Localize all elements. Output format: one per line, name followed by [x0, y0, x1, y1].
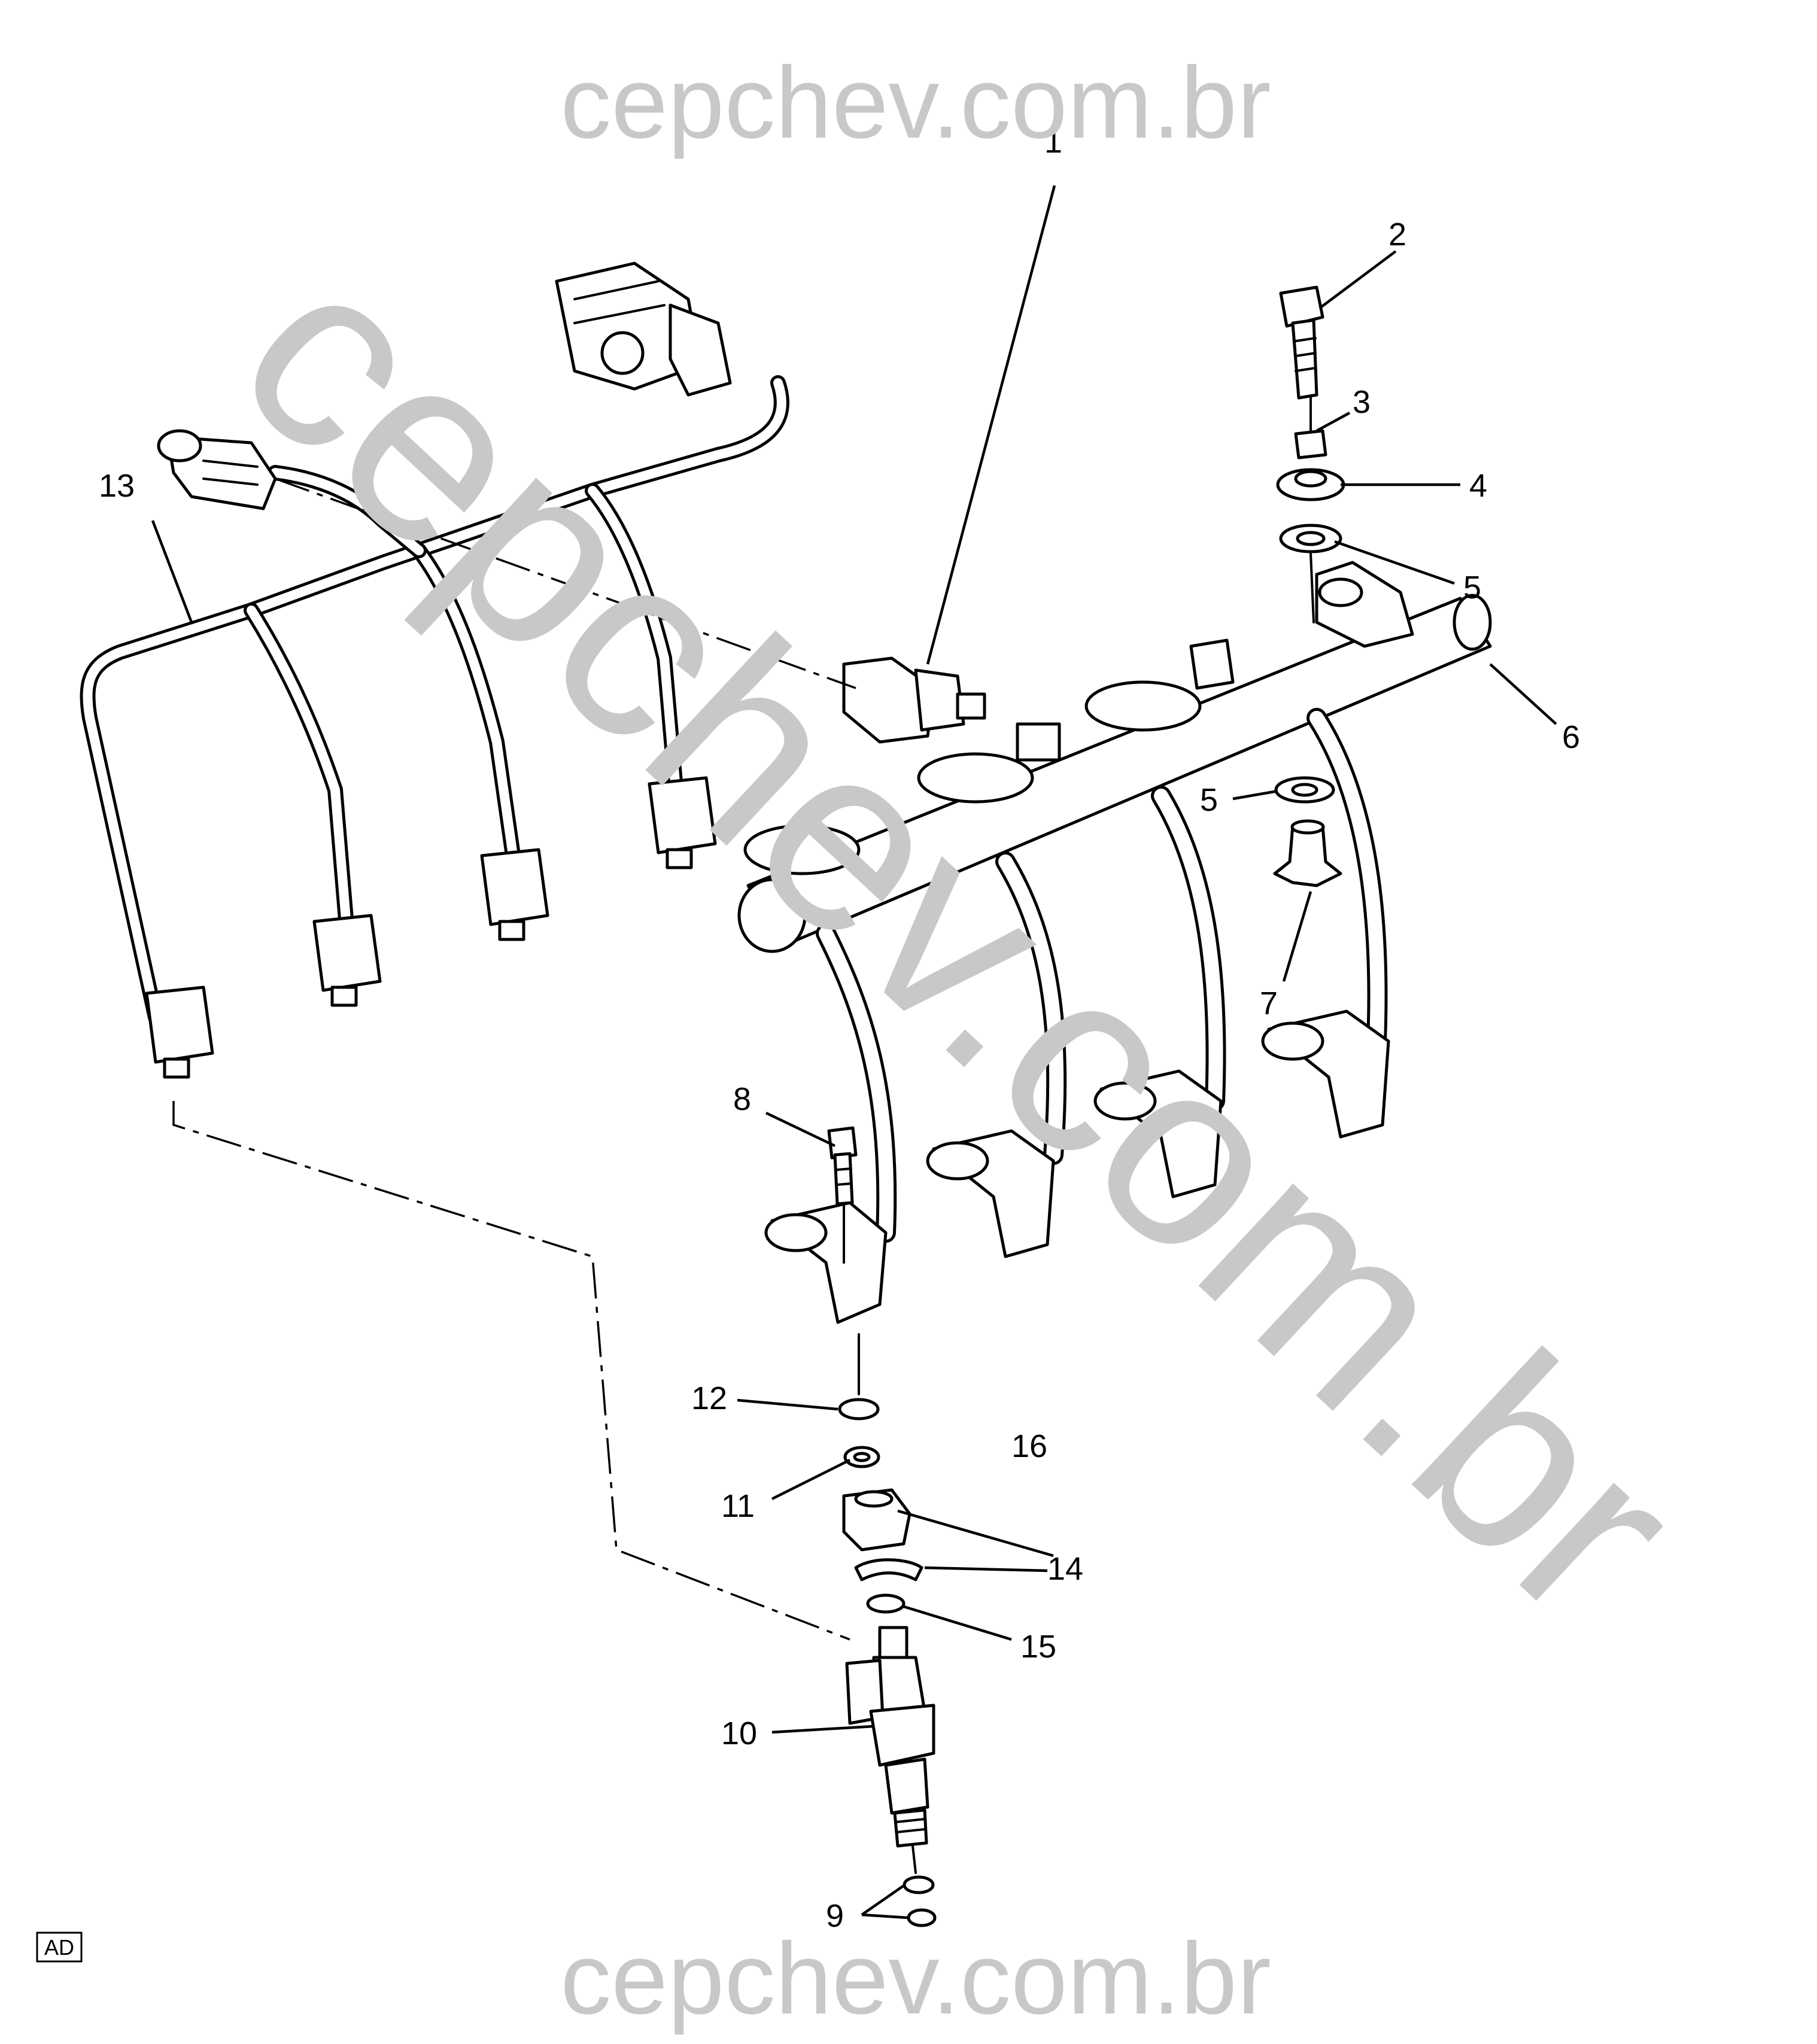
- injector-seal-stack: [838, 1333, 923, 1614]
- callout-5-lower: 5: [1200, 782, 1218, 818]
- watermarks: cepchev.com.br cepchev.com.br cepchev.co…: [186, 46, 1733, 2036]
- watermark-top: cepchev.com.br: [560, 46, 1271, 160]
- leader-lines: [151, 185, 1557, 1920]
- callout-2: 2: [1388, 217, 1406, 253]
- fuel-rail: [737, 561, 1492, 1324]
- isolator-washer-lower: [1274, 776, 1335, 804]
- bolt-spacer: [1294, 429, 1327, 460]
- injector-o-ring-lower: [866, 1593, 906, 1614]
- backup-ring: [838, 1398, 880, 1421]
- callout-8: 8: [733, 1081, 751, 1117]
- harness-injector-connector-1: [145, 986, 214, 1079]
- alignment-lines: [172, 477, 856, 1641]
- callout-1: 1: [1044, 124, 1062, 160]
- fuel-pressure-sensor: [842, 656, 986, 744]
- callout-labels: 1 2 3 4 5 6 5 7 8 9 10 11 12 13 14 15 16: [99, 124, 1580, 1934]
- callout-7: 7: [1260, 986, 1278, 1021]
- fuel-rail-leg-4: [1261, 708, 1390, 1139]
- injector-wiring-harness: [80, 261, 789, 1079]
- injector-retainer-clip: [854, 1558, 923, 1581]
- fuel-rail-insulator: [1273, 819, 1342, 887]
- fuel-rail-leg-2: [926, 851, 1067, 1258]
- harness-injector-connector-2: [312, 914, 382, 1007]
- harness-sensor-connector: [157, 429, 277, 510]
- injector-spacer: [842, 1488, 911, 1552]
- callout-4: 4: [1469, 468, 1487, 504]
- callout-9: 9: [826, 1898, 844, 1934]
- rail-bolt: [1279, 285, 1324, 400]
- harness-main-connector: [555, 261, 732, 397]
- callout-13: 13: [99, 468, 135, 504]
- harness-injector-connector-4: [648, 776, 717, 869]
- watermark-diagonal: cepchev.com.br: [186, 205, 1733, 1675]
- fuel-rail-leg-3: [1093, 786, 1226, 1199]
- fuel-injector: [845, 1626, 935, 1874]
- callout-15: 15: [1020, 1629, 1056, 1665]
- callout-6: 6: [1562, 719, 1580, 755]
- callout-16: 16: [1011, 1428, 1047, 1464]
- callout-10: 10: [721, 1716, 757, 1751]
- callout-11: 11: [721, 1488, 755, 1524]
- callout-5-upper: 5: [1463, 570, 1481, 606]
- injector-combustion-seals: [903, 1875, 937, 1927]
- fuel-rail-leg-1: [764, 923, 897, 1324]
- rail-bolt-stack: [1276, 285, 1345, 623]
- callout-14: 14: [1047, 1551, 1083, 1587]
- callout-12: 12: [691, 1380, 727, 1416]
- isolator-washer-upper: [1279, 524, 1342, 553]
- ad-badge-label: AD: [44, 1935, 74, 1960]
- ad-badge: AD: [36, 1932, 83, 1963]
- injector-o-ring-upper: [843, 1446, 880, 1468]
- harness-injector-connector-3: [480, 848, 549, 941]
- watermark-bottom: cepchev.com.br: [560, 1922, 1271, 2036]
- callout-3: 3: [1353, 384, 1371, 420]
- isolator-grommet: [1276, 468, 1345, 501]
- rail-mounting-bolt: [827, 1126, 858, 1264]
